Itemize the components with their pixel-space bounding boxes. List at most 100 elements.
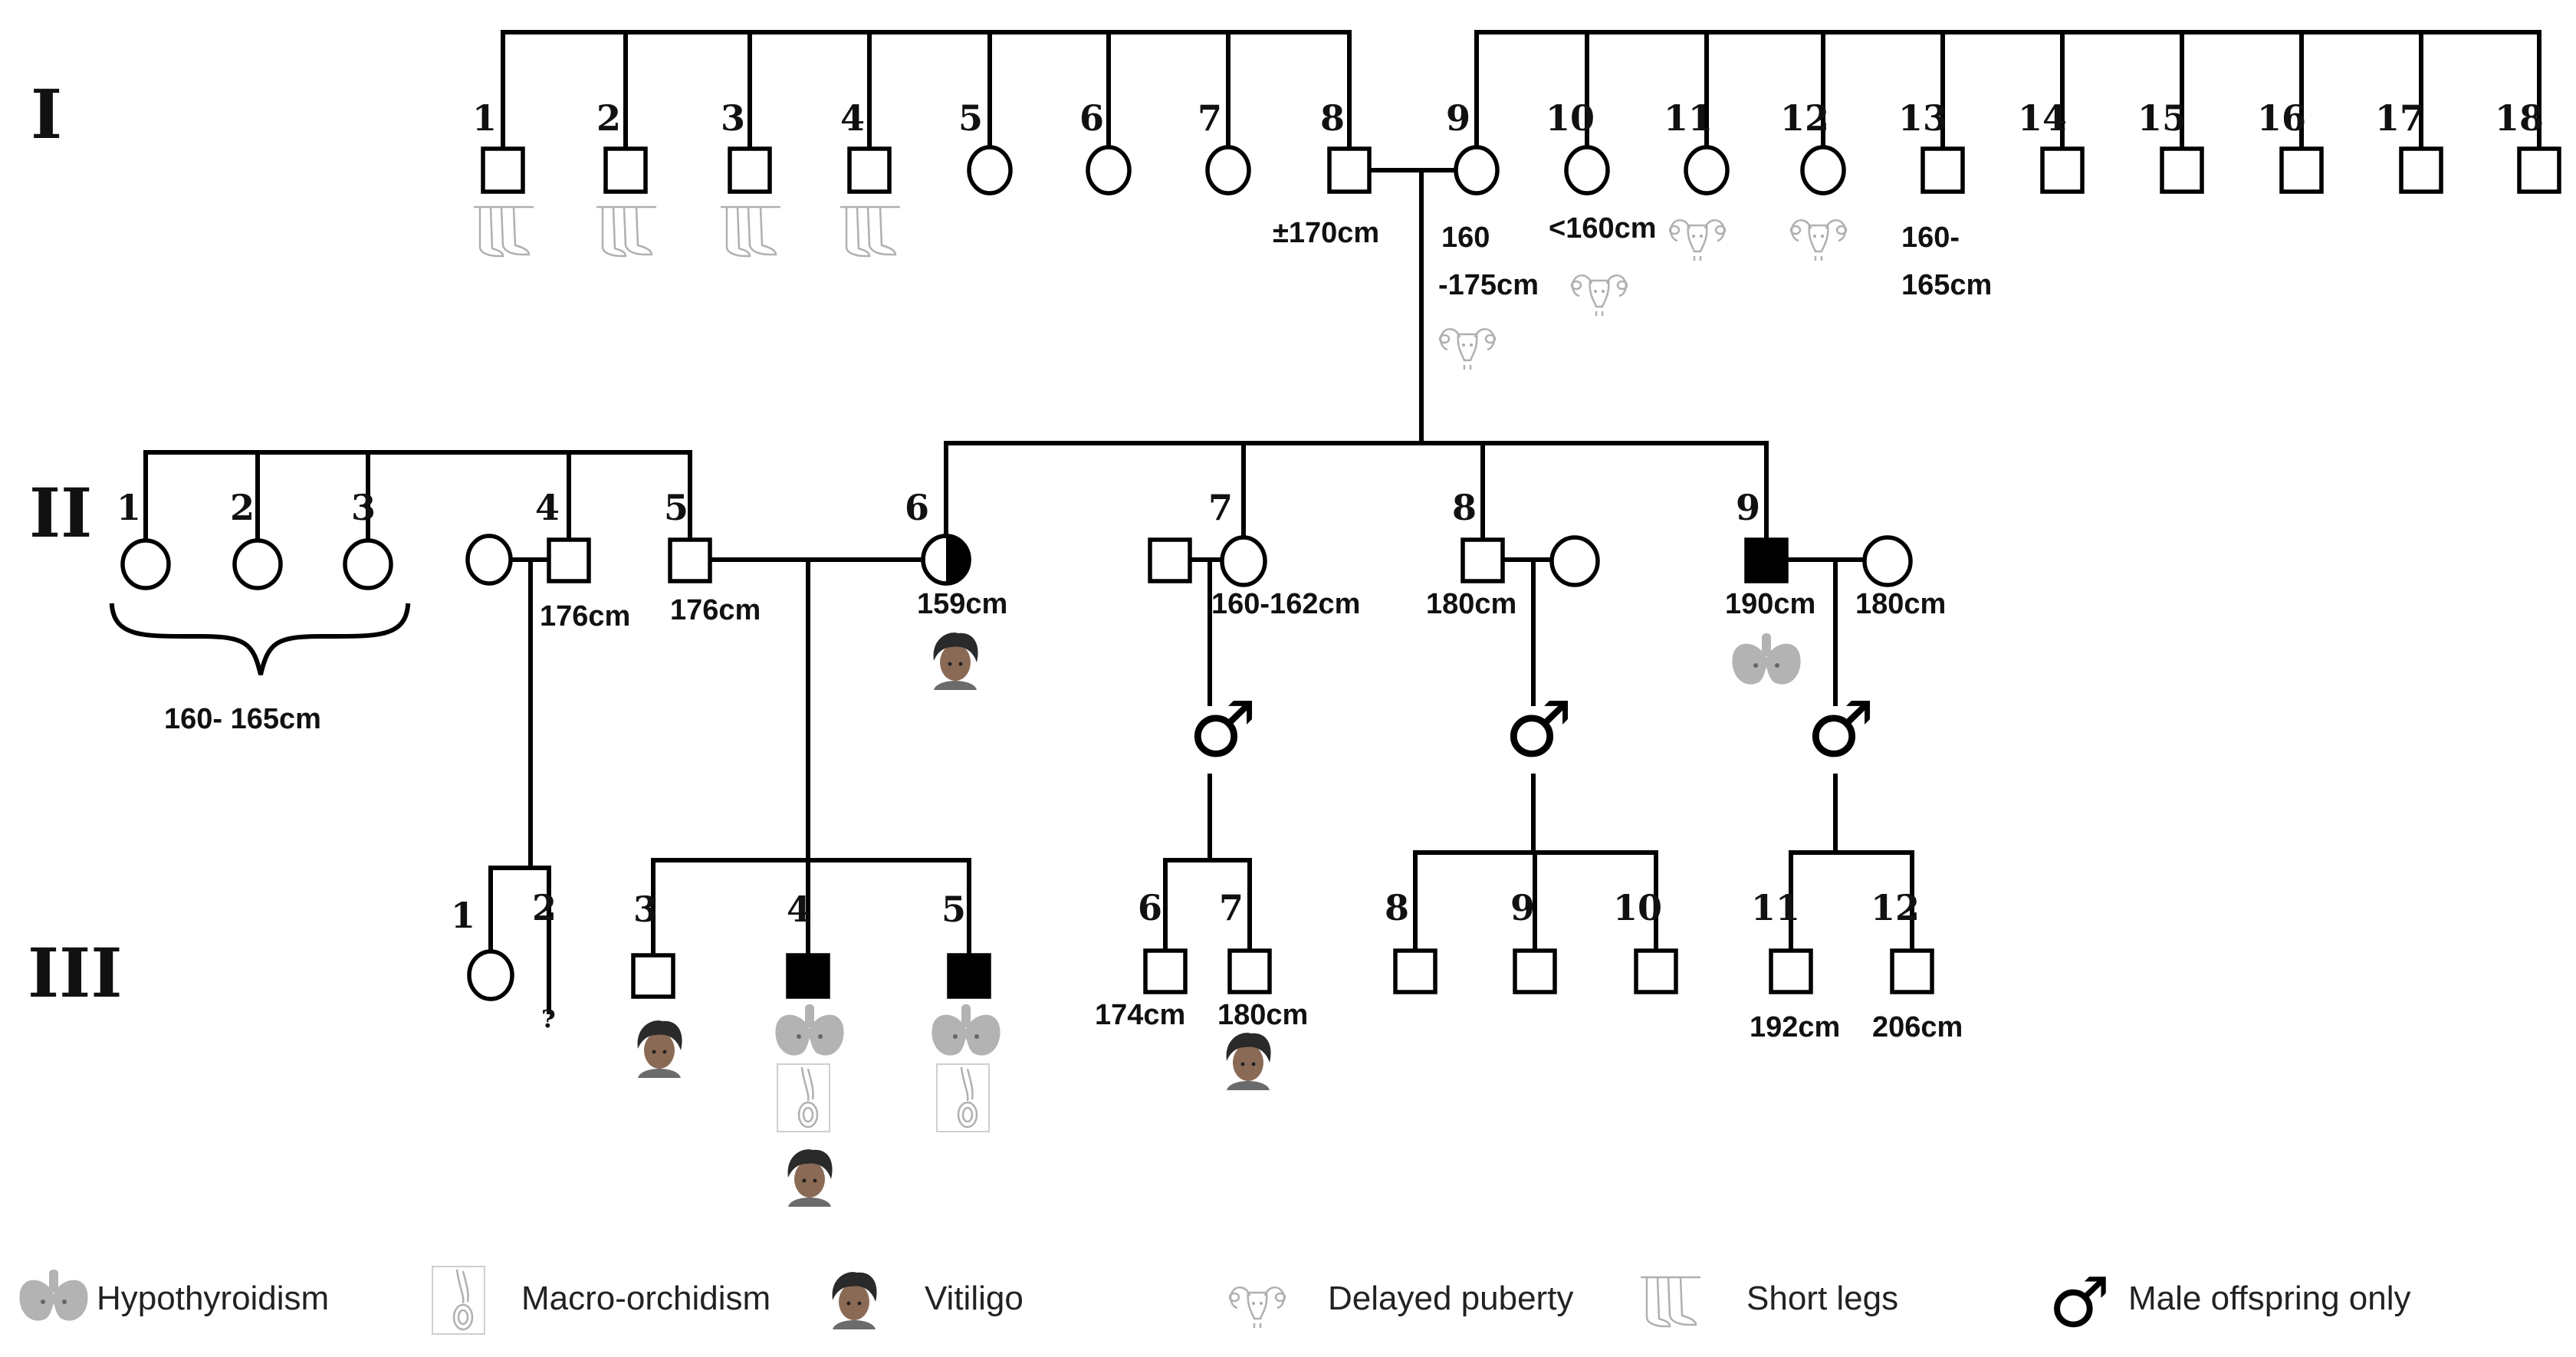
- id-label: 3: [633, 889, 658, 930]
- uterus-icon: [1228, 1286, 1286, 1329]
- legend-label: Vitiligo: [925, 1280, 1024, 1317]
- id-label: 6: [905, 487, 929, 528]
- male-offspring-symbols: ♂ ♂ ♂: [1188, 685, 1875, 774]
- height-I9-line1: 160: [1441, 222, 1490, 254]
- legend-item-hypothyroidism: Hypothyroidism: [19, 1270, 329, 1321]
- height-II8: 180cm: [1426, 588, 1516, 620]
- gen3-numbers: 1 2 3 4 5 6 7 8 9 10 11 12: [451, 887, 1920, 936]
- individual-II1-female: [120, 538, 171, 590]
- legend-item-vitiligo: Vitiligo: [832, 1272, 1024, 1329]
- height-II4: 176cm: [540, 600, 630, 632]
- id-label: 17: [2375, 97, 2424, 139]
- legend-item-short-legs: Short legs: [1639, 1276, 1898, 1328]
- id-label: 5: [664, 487, 688, 528]
- individual-III7-male: [1227, 948, 1272, 994]
- male-symbol-icon: ♂: [1188, 685, 1257, 774]
- id-label: 5: [958, 97, 983, 139]
- uterus-icon: [1789, 219, 1848, 262]
- vitiligo-face-icon: [933, 632, 978, 690]
- id-label: 7: [1219, 887, 1244, 928]
- generation-label-I: I: [31, 74, 62, 154]
- id-label: 1: [472, 97, 497, 139]
- height-II1-3: 160- 165cm: [164, 703, 321, 735]
- testis-icon: [431, 1265, 486, 1336]
- id-label: 18: [2495, 97, 2544, 139]
- short-legs-icon: [595, 205, 658, 258]
- id-label: 7: [1208, 487, 1233, 528]
- individual-II7-female: [1220, 535, 1267, 587]
- height-II9: 190cm: [1725, 588, 1815, 620]
- id-label: 11: [1751, 887, 1800, 928]
- male-symbol-icon: ♂: [1806, 685, 1875, 774]
- height-I8: ±170cm: [1273, 217, 1379, 249]
- individual-I18-male: [2517, 146, 2561, 194]
- id-label: 5: [941, 889, 966, 930]
- id-label: 11: [1664, 97, 1713, 139]
- id-label: 2: [230, 487, 255, 528]
- individual-I7-female: [1205, 145, 1251, 196]
- legend-item-macro-orchidism: Macro-orchidism: [431, 1265, 770, 1336]
- gen2-numbers: 1 2 3 4 5 6 7 8 9: [117, 487, 1760, 528]
- height-II7: 160-162cm: [1211, 588, 1360, 620]
- height-II5: 176cm: [670, 594, 761, 626]
- vitiligo-face-icon: [832, 1272, 877, 1329]
- id-label: 7: [1198, 97, 1222, 139]
- id-label: 2: [596, 97, 621, 139]
- id-label: 1: [117, 487, 141, 528]
- individual-I3-male: [728, 146, 772, 194]
- individual-II5-male: [668, 537, 712, 583]
- gen1-sibship-lines: [501, 30, 2542, 443]
- male-symbol-icon: ♂: [2049, 1263, 2111, 1343]
- id-label: 8: [1452, 487, 1477, 528]
- individual-I11-female: [1684, 145, 1730, 196]
- individual-II9-spouse-female: [1862, 535, 1913, 587]
- id-label: 4: [787, 889, 811, 930]
- individual-III10-male: [1634, 948, 1678, 994]
- id-label: 12: [1780, 97, 1829, 139]
- individual-I16-male: [2279, 146, 2324, 194]
- id-label: 6: [1079, 97, 1104, 139]
- gen2-lines: [109, 441, 1867, 870]
- id-label: 4: [840, 97, 865, 139]
- testis-icon: [776, 1063, 831, 1133]
- short-legs-icon: [1639, 1276, 1702, 1328]
- individual-III3-male: [631, 953, 675, 999]
- thyroid-icon: [775, 1004, 844, 1056]
- legend-label: Macro-orchidism: [521, 1280, 770, 1317]
- id-label: 9: [1736, 487, 1760, 528]
- id-label: 6: [1138, 887, 1162, 928]
- individual-III12-male: [1890, 948, 1934, 994]
- id-label: 8: [1385, 887, 1409, 928]
- thyroid-icon: [932, 1004, 1001, 1056]
- individual-III5-male-affected: [947, 953, 991, 999]
- height-II9-spouse: 180cm: [1855, 588, 1946, 620]
- id-label: 9: [1446, 97, 1470, 139]
- legend-item-delayed-puberty: Delayed puberty: [1228, 1280, 1573, 1329]
- individual-I17-male: [2399, 146, 2443, 194]
- individual-I10-female: [1564, 145, 1610, 196]
- uterus-icon: [1570, 274, 1628, 317]
- uterus-icon: [1668, 219, 1727, 262]
- gen3-lines: [488, 850, 1914, 1014]
- id-label: 4: [535, 487, 560, 528]
- legend-item-male-offspring-only: ♂ Male offspring only: [2049, 1263, 2411, 1343]
- individual-I9-female: [1454, 145, 1500, 196]
- individual-III11-male: [1769, 948, 1813, 994]
- generation-label-II: II: [29, 473, 92, 553]
- id-label: 2: [532, 887, 557, 928]
- legend: Hypothyroidism Macro-orchidism Vitiligo …: [19, 1263, 2411, 1343]
- height-III7: 180cm: [1217, 999, 1308, 1031]
- individual-II6-female-half-affected: [921, 534, 971, 586]
- individual-II2-female: [232, 538, 283, 590]
- legend-label: Male offspring only: [2128, 1280, 2411, 1317]
- id-label: 15: [2137, 97, 2187, 139]
- individual-I2-male: [603, 146, 648, 194]
- short-legs-icon: [839, 205, 902, 258]
- short-legs-icon: [472, 205, 535, 258]
- individual-II9-male-affected: [1744, 537, 1789, 583]
- id-label: 12: [1871, 887, 1920, 928]
- individual-I14-male: [2040, 146, 2085, 194]
- id-label: 16: [2257, 97, 2306, 139]
- vitiligo-face-icon: [637, 1020, 682, 1078]
- individual-I12-female: [1800, 145, 1846, 196]
